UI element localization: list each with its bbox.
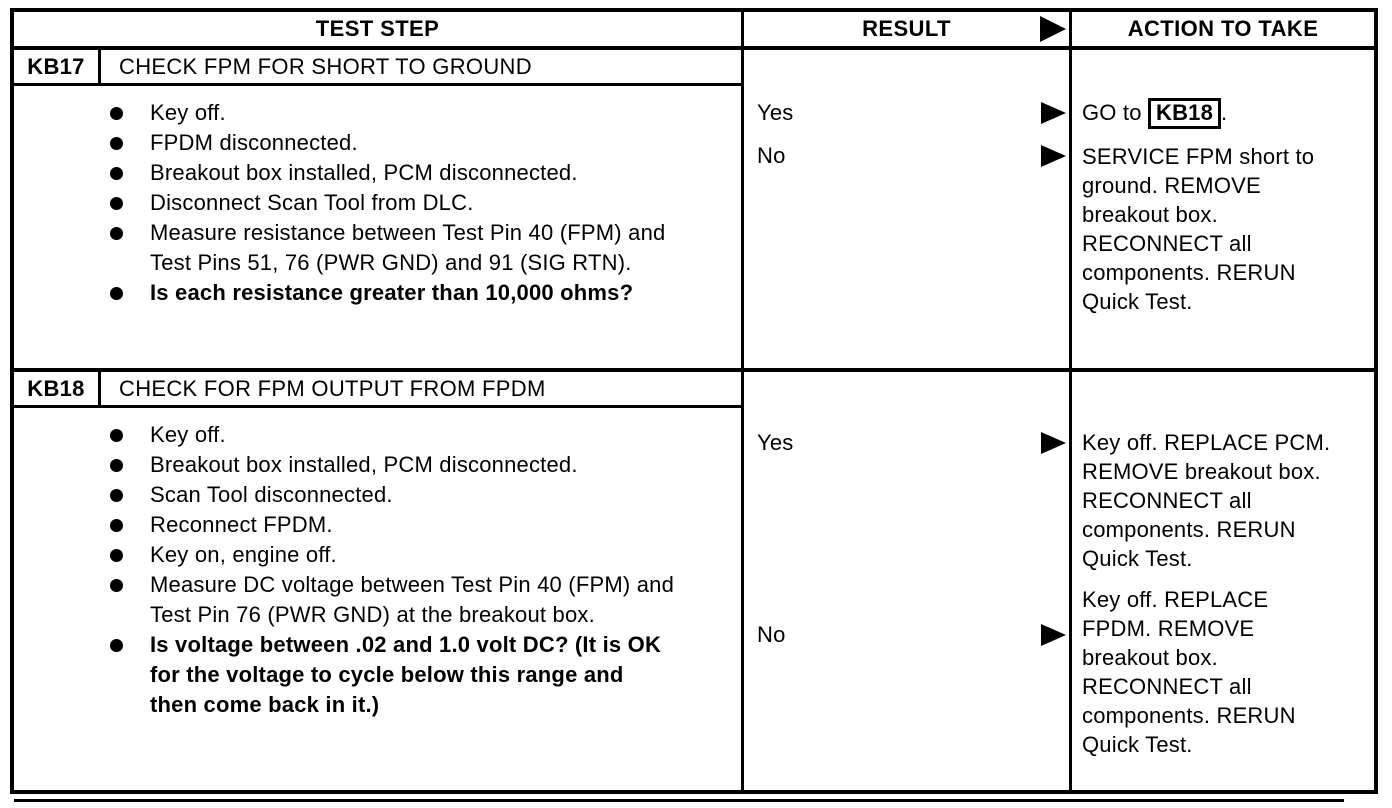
procedure-question: Is voltage between .02 and 1.0 volt DC? … bbox=[14, 630, 741, 720]
kb18-procedure-list: Key off. Breakout box installed, PCM dis… bbox=[14, 420, 741, 720]
test-step-title: CHECK FPM FOR SHORT TO GROUND bbox=[119, 53, 532, 79]
result-arrow-icon bbox=[1041, 102, 1066, 124]
procedure-step: Measure DC voltage between Test Pin 40 (… bbox=[14, 570, 741, 630]
test-step-row-kb18: KB18 CHECK FOR FPM OUTPUT FROM FPDM Key … bbox=[14, 372, 1374, 790]
kb18-action-cell: Key off. REPLACE PCM. REMOVE breakout bo… bbox=[1072, 372, 1374, 790]
result-arrow-icon bbox=[1040, 16, 1066, 42]
action-text-no: Key off. REPLACE FPDM. REMOVE breakout b… bbox=[1082, 587, 1296, 757]
result-yes-label: Yes bbox=[757, 430, 794, 455]
action-text-no: SERVICE FPM short to ground. REMOVE brea… bbox=[1082, 144, 1315, 314]
action-text-yes: Key off. REPLACE PCM. REMOVE breakout bo… bbox=[1082, 430, 1331, 571]
procedure-step: FPDM disconnected. bbox=[14, 128, 741, 158]
kb17-result-cell: Yes No bbox=[744, 50, 1072, 368]
result-arrow-icon bbox=[1041, 432, 1066, 454]
result-row-yes: Yes bbox=[744, 98, 1069, 128]
result-yes-label: Yes bbox=[757, 100, 794, 125]
kb18-test-step-cell: KB18 CHECK FOR FPM OUTPUT FROM FPDM Key … bbox=[14, 372, 744, 790]
kb18-result-cell: Yes No bbox=[744, 372, 1072, 790]
result-row-no: No bbox=[744, 141, 1069, 171]
procedure-step: Scan Tool disconnected. bbox=[14, 480, 741, 510]
procedure-step: Reconnect FPDM. bbox=[14, 510, 741, 540]
kb18-title-row: KB18 CHECK FOR FPM OUTPUT FROM FPDM bbox=[14, 372, 741, 408]
procedure-step: Breakout box installed, PCM disconnected… bbox=[14, 450, 741, 480]
kb17-action-cell: GO to KB18. SERVICE FPM short to ground.… bbox=[1072, 50, 1374, 368]
result-header-label: RESULT bbox=[862, 16, 951, 41]
table-bottom-rule bbox=[14, 799, 1344, 802]
procedure-step: Breakout box installed, PCM disconnected… bbox=[14, 158, 741, 188]
test-step-reference: KB18 bbox=[1148, 98, 1222, 129]
result-row-no: No bbox=[744, 620, 1069, 650]
action-suffix: . bbox=[1221, 100, 1228, 125]
procedure-question: Is each resistance greater than 10,000 o… bbox=[14, 278, 741, 308]
procedure-step: Key off. bbox=[14, 420, 741, 450]
action-header-label: ACTION TO TAKE bbox=[1127, 16, 1319, 41]
procedure-step: Key off. bbox=[14, 98, 741, 128]
column-header-test-step: TEST STEP bbox=[14, 12, 744, 46]
result-arrow-icon bbox=[1041, 624, 1066, 646]
result-row-yes: Yes bbox=[744, 428, 1069, 458]
procedure-step: Key on, engine off. bbox=[14, 540, 741, 570]
table-header-row: TEST STEP RESULT ACTION TO TAKE bbox=[14, 12, 1374, 50]
test-step-id: KB17 bbox=[14, 50, 101, 83]
action-text-yes: GO to KB18. bbox=[1072, 98, 1374, 129]
result-no-label: No bbox=[757, 143, 786, 168]
test-step-row-kb17: KB17 CHECK FPM FOR SHORT TO GROUND Key o… bbox=[14, 50, 1374, 372]
procedure-step: Measure resistance between Test Pin 40 (… bbox=[14, 218, 741, 278]
test-step-header-label: TEST STEP bbox=[315, 16, 440, 41]
test-step-title: CHECK FOR FPM OUTPUT FROM FPDM bbox=[119, 375, 546, 401]
action-prefix: GO to bbox=[1082, 100, 1148, 125]
kb17-title-row: KB17 CHECK FPM FOR SHORT TO GROUND bbox=[14, 50, 741, 86]
result-arrow-icon bbox=[1041, 145, 1066, 167]
test-step-id: KB18 bbox=[14, 372, 101, 405]
column-header-action: ACTION TO TAKE bbox=[1072, 12, 1374, 46]
pinpoint-test-table: TEST STEP RESULT ACTION TO TAKE KB17 CHE… bbox=[10, 8, 1378, 794]
result-no-label: No bbox=[757, 622, 786, 647]
procedure-step: Disconnect Scan Tool from DLC. bbox=[14, 188, 741, 218]
column-header-result: RESULT bbox=[744, 12, 1072, 46]
kb17-procedure-list: Key off. FPDM disconnected. Breakout box… bbox=[14, 98, 741, 308]
kb17-test-step-cell: KB17 CHECK FPM FOR SHORT TO GROUND Key o… bbox=[14, 50, 744, 368]
